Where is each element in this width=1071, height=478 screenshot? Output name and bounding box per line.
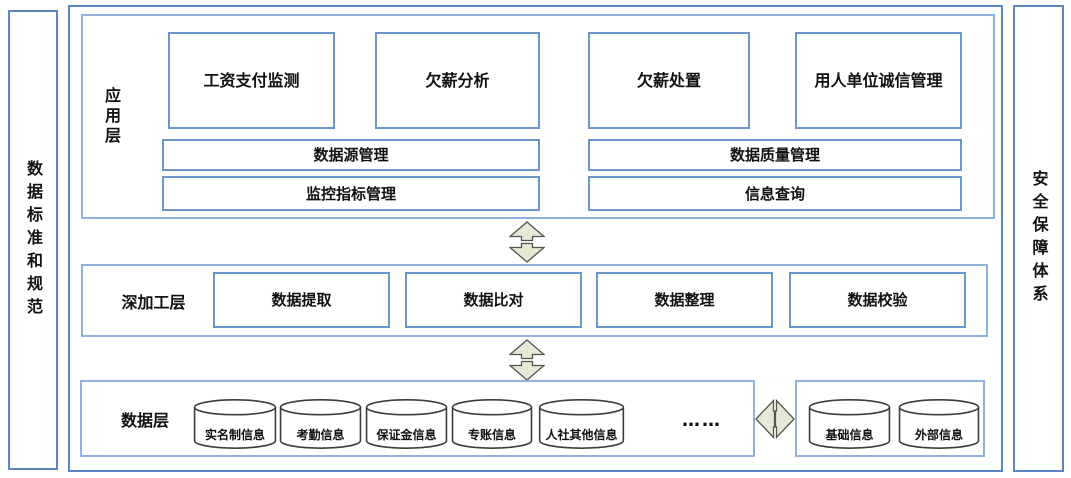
left-right-arrow-icon	[755, 396, 795, 442]
data-verification-box: 数据校验	[789, 272, 966, 328]
wage-arrears-disposal-box: 欠薪处置	[588, 32, 750, 129]
data-layer-label: 数据层	[120, 410, 169, 430]
data-standards-sidebar: 数据标准和规范	[8, 10, 58, 470]
wage-payment-monitoring-box: 工资支付监测	[168, 32, 335, 129]
up-down-arrow-icon	[509, 339, 545, 381]
data-collation-box: 数据整理	[596, 272, 773, 328]
data-comparison-box: 数据比对	[405, 272, 582, 328]
data-standards-label: 数据标准和规范	[24, 159, 43, 321]
data-quality-management-bar: 数据质量管理	[588, 139, 962, 171]
ellipsis-text: ……	[682, 409, 722, 431]
monitoring-index-management-bar: 监控指标管理	[162, 176, 540, 211]
hr-social-other-info-cylinder: 人社其他信息	[537, 398, 626, 450]
security-system-sidebar: 安全保障体系	[1013, 5, 1064, 472]
application-layer-label: 应用层	[102, 86, 121, 147]
data-extraction-box: 数据提取	[213, 272, 390, 328]
attendance-info-cylinder: 考勤信息	[278, 398, 363, 450]
basic-info-cylinder: 基础信息	[807, 398, 892, 450]
info-query-bar: 信息查询	[588, 176, 962, 211]
external-info-cylinder: 外部信息	[897, 398, 981, 450]
special-account-info-cylinder: 专账信息	[450, 398, 534, 450]
deposit-info-cylinder: 保证金信息	[364, 398, 449, 450]
security-system-label: 安全保障体系	[1029, 169, 1049, 308]
real-name-info-cylinder: 实名制信息	[192, 398, 278, 450]
employer-credit-management-box: 用人单位诚信管理	[795, 32, 962, 129]
data-source-management-bar: 数据源管理	[162, 139, 540, 171]
processing-layer-label: 深加工层	[121, 292, 186, 312]
wage-arrears-analysis-box: 欠薪分析	[375, 32, 540, 129]
up-down-arrow-icon	[509, 221, 545, 263]
